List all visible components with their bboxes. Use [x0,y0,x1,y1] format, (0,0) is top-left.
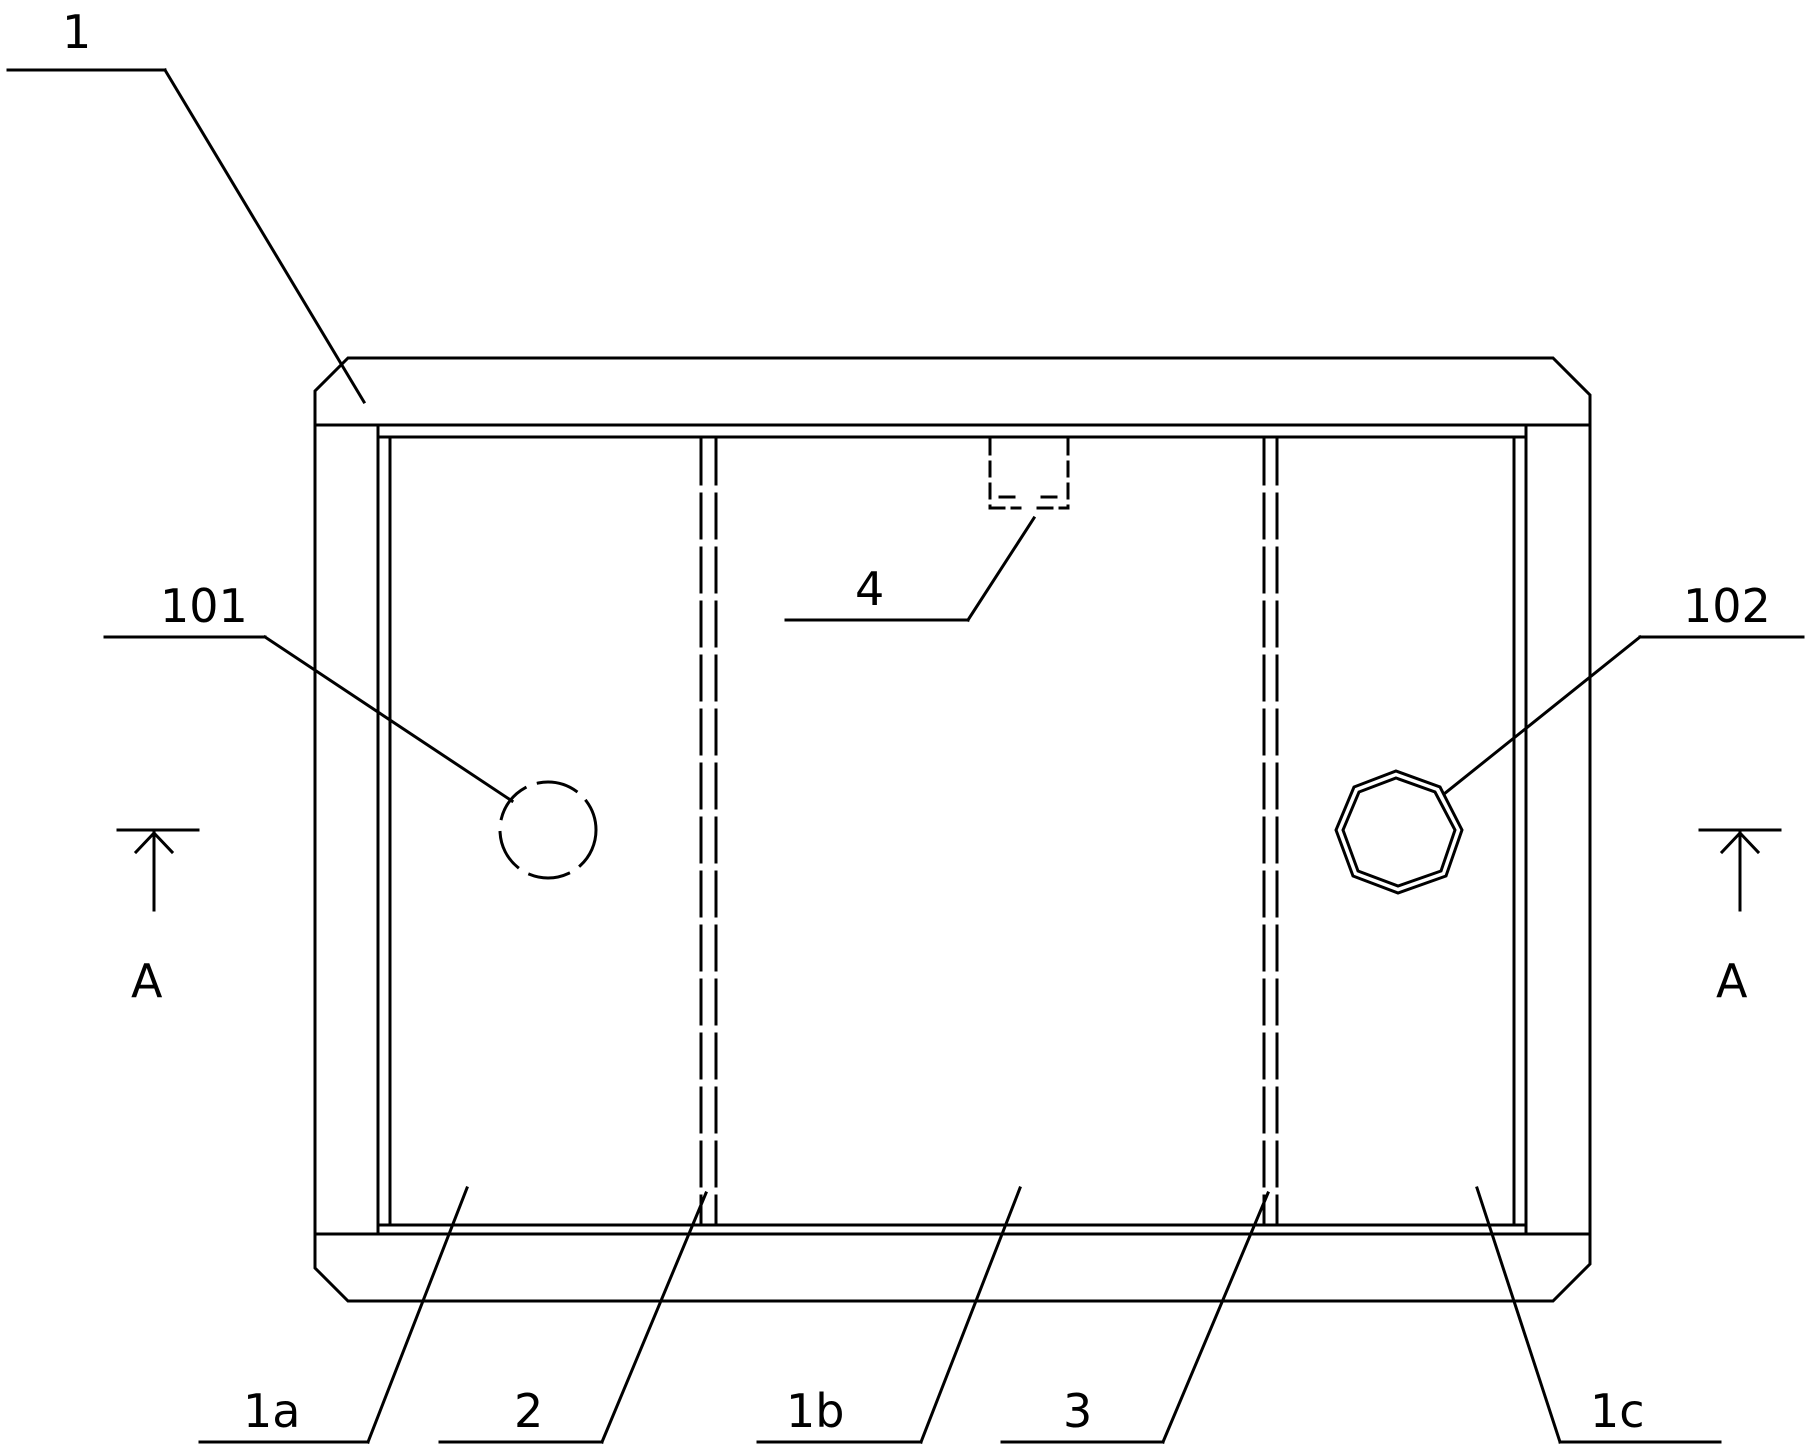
label-partition-2: 2 [514,1384,543,1438]
leader-1c-pointer [1475,1186,1562,1444]
section-left-arrowhead [133,830,175,855]
leader-3-pointer [1161,1191,1270,1444]
port-102-octagon-outer [1334,769,1464,895]
label-part-1: 1 [62,5,91,59]
section-right-arrowhead [1719,830,1761,855]
label-port-101: 101 [160,579,248,633]
label-port-102: 102 [1683,579,1771,633]
partition-3-dashed [1262,438,1279,1224]
label-section-left: A [131,954,163,1008]
label-chamber-1b: 1b [786,1384,844,1438]
leader-4-pointer [965,515,1037,623]
part-4-dashed-bracket [988,438,1070,510]
partition-2-dashed [699,438,718,1224]
port-102-octagon-inner [1341,776,1457,888]
label-chamber-1a: 1a [243,1384,300,1438]
label-section-right: A [1716,954,1748,1008]
label-chamber-1c: 1c [1590,1384,1645,1438]
leader-102-pointer [1441,634,1643,797]
leader-2-pointer [600,1191,708,1444]
leader-1b-pointer [919,1186,1022,1444]
port-101-dashed-circle [498,780,598,880]
housing-outer-outline [313,356,1592,1303]
label-part-4: 4 [855,562,884,616]
leader-101-pointer [262,634,515,804]
leader-1a-pointer [366,1186,469,1444]
leader-1-pointer [162,67,367,405]
label-partition-3: 3 [1063,1384,1092,1438]
